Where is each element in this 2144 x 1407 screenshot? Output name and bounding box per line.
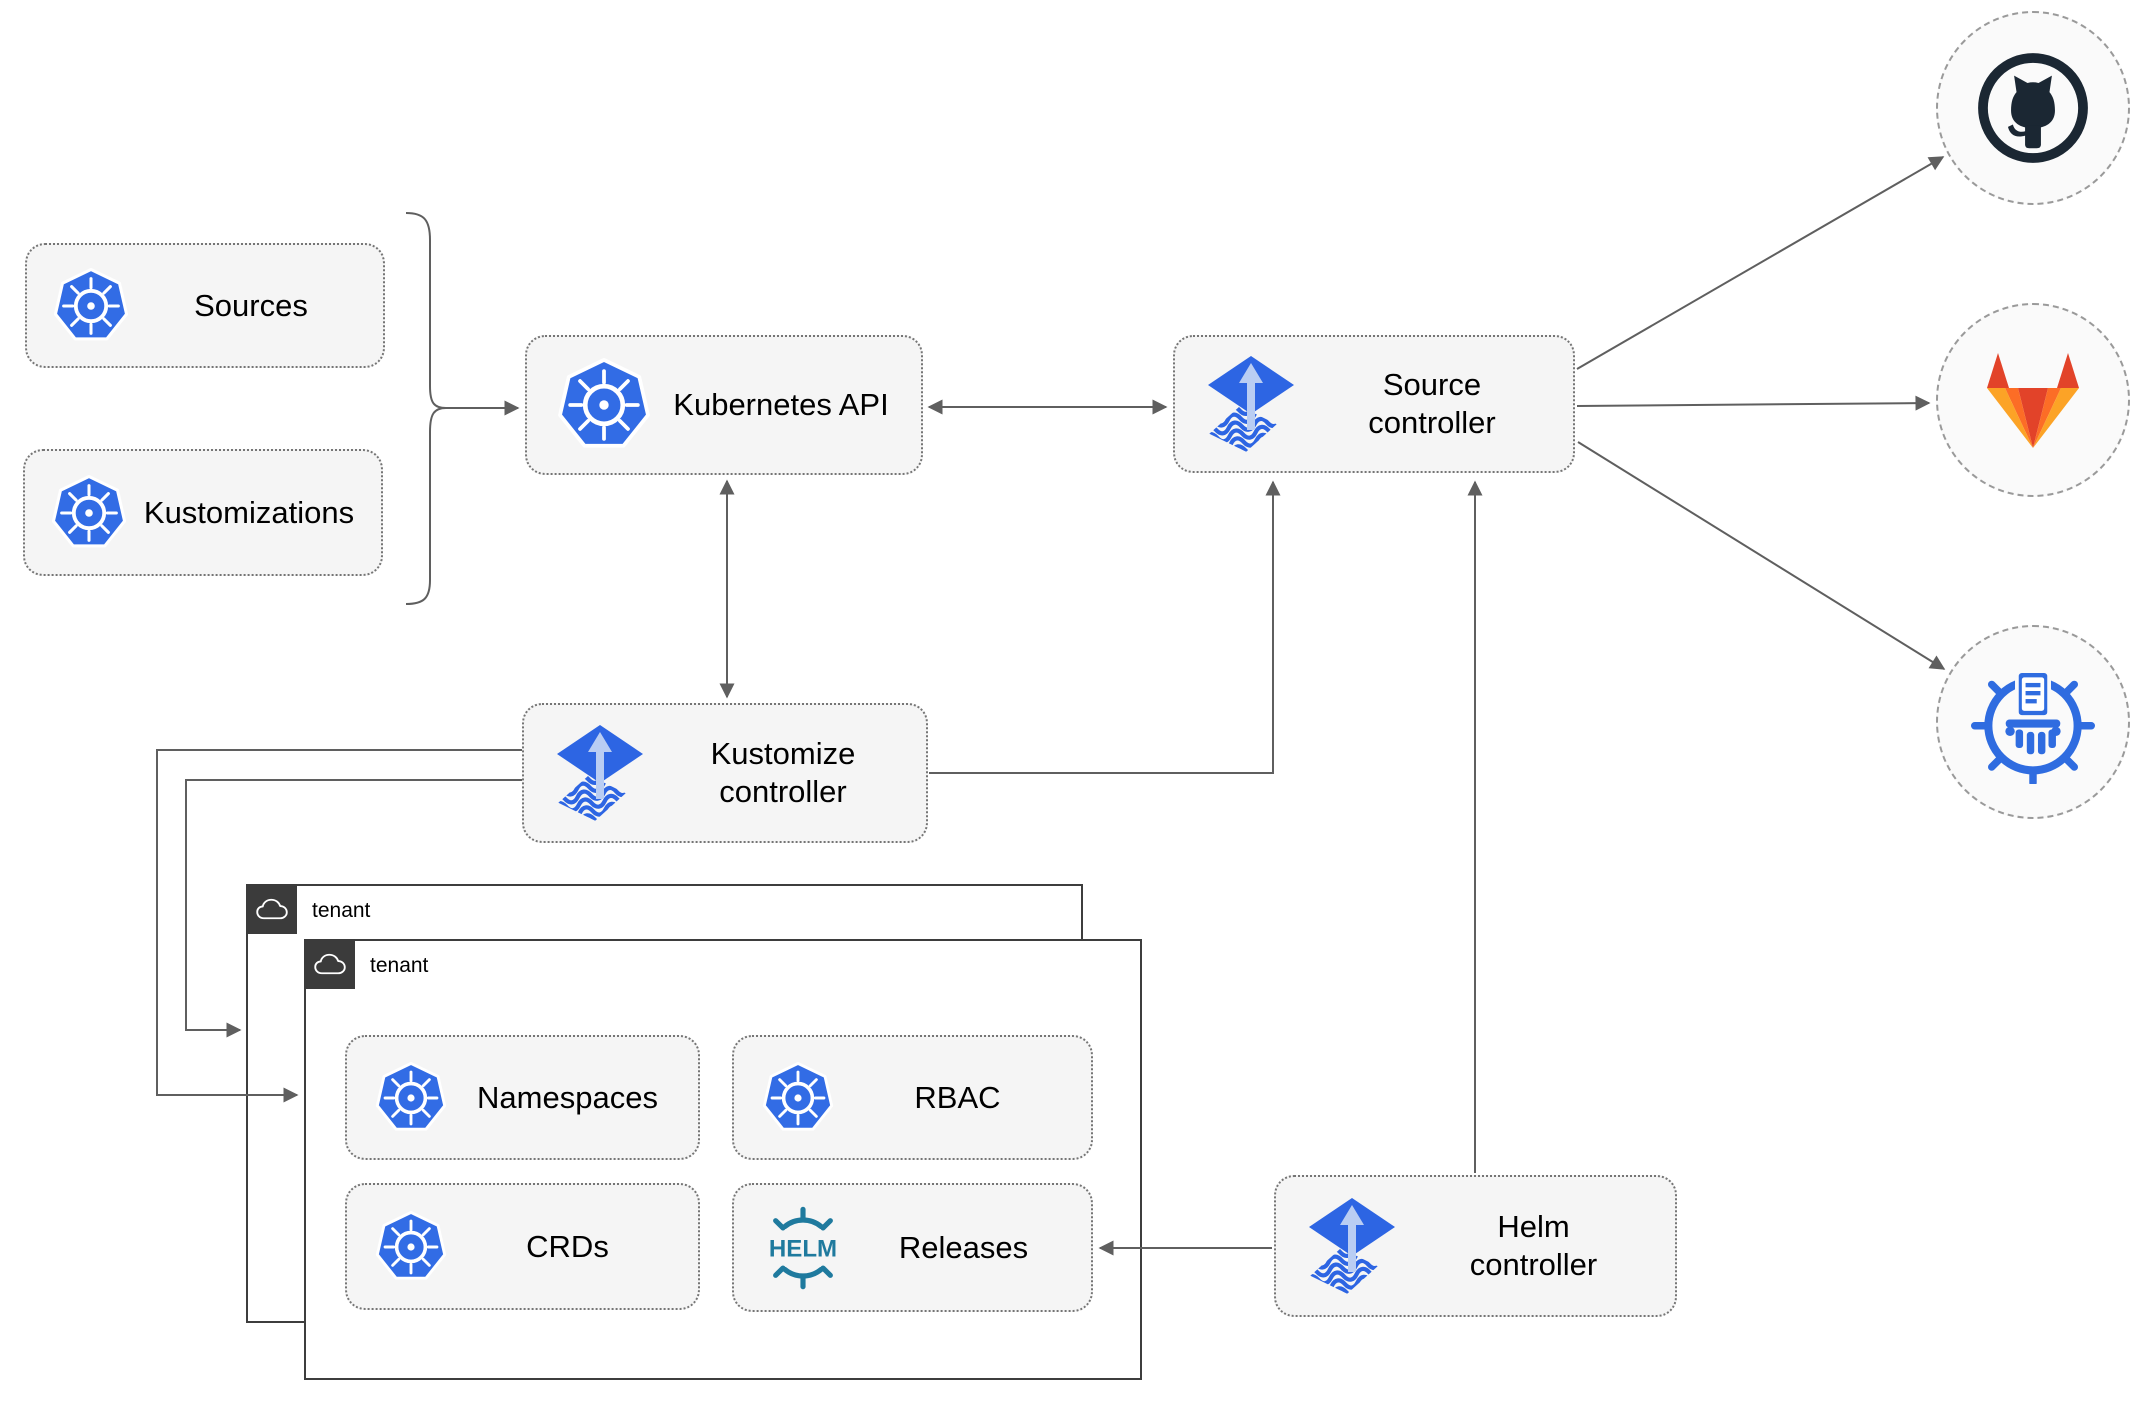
cloud-icon bbox=[313, 953, 346, 975]
node-namespaces: Namespaces bbox=[345, 1035, 700, 1160]
node-label: RBAC bbox=[914, 1079, 1001, 1115]
tenant-label: tenant bbox=[312, 899, 371, 922]
kubernetes-icon bbox=[375, 1211, 447, 1283]
remote-github bbox=[1936, 11, 2130, 205]
node-label: Releases bbox=[898, 1229, 1029, 1265]
cloud-tab bbox=[304, 939, 355, 989]
remote-gitlab bbox=[1936, 303, 2130, 497]
node-label: CRDs bbox=[526, 1228, 609, 1264]
node-label: Sources bbox=[194, 287, 308, 323]
node-label: Helm controller bbox=[1469, 1209, 1598, 1282]
kubernetes-icon bbox=[53, 268, 129, 344]
github-icon bbox=[1978, 53, 2088, 163]
edge-source-controller-to-github bbox=[1576, 156, 1945, 370]
node-sources: Sources bbox=[25, 243, 385, 368]
kubernetes-icon bbox=[51, 475, 127, 551]
node-label: Kustomize controller bbox=[710, 736, 856, 809]
cloud-icon bbox=[255, 898, 288, 920]
flux-icon bbox=[550, 723, 650, 823]
node-kustomizations: Kustomizations bbox=[23, 449, 383, 576]
node-label: Namespaces bbox=[477, 1079, 658, 1115]
kubernetes-icon bbox=[762, 1062, 834, 1134]
helm-icon: HELM bbox=[769, 1206, 837, 1289]
node-crds: CRDs bbox=[345, 1183, 700, 1310]
helm-wordmark: HELM bbox=[769, 1235, 837, 1262]
node-rbac: RBAC bbox=[732, 1035, 1093, 1160]
flux-icon bbox=[1302, 1196, 1402, 1296]
node-helm-controller: Helm controller bbox=[1274, 1175, 1677, 1317]
cloud-tab bbox=[246, 884, 297, 934]
remote-chartmuseum bbox=[1936, 625, 2130, 819]
kubernetes-icon bbox=[557, 358, 651, 452]
node-kubernetes-api: Kubernetes API bbox=[525, 335, 923, 475]
node-label: Kustomizations bbox=[143, 494, 355, 530]
gitlab-icon bbox=[1987, 353, 2079, 448]
brace-sources-group bbox=[405, 212, 447, 605]
node-source-controller: Source controller bbox=[1173, 335, 1575, 473]
node-label: Kubernetes API bbox=[673, 387, 889, 422]
tenant-label: tenant bbox=[370, 954, 429, 977]
chartmuseum-icon bbox=[1971, 669, 2095, 784]
flux-icon bbox=[1201, 354, 1301, 454]
edge-kustomize-to-source-controller bbox=[929, 480, 1281, 774]
node-kustomize-controller: Kustomize controller bbox=[522, 703, 928, 843]
node-releases: HELM Releases bbox=[732, 1183, 1093, 1312]
edge-source-controller-to-gitlab bbox=[1576, 395, 1931, 411]
kubernetes-icon bbox=[375, 1062, 447, 1134]
node-label: Source controller bbox=[1368, 367, 1496, 440]
edge-source-controller-to-chartmuseum bbox=[1577, 441, 1946, 670]
